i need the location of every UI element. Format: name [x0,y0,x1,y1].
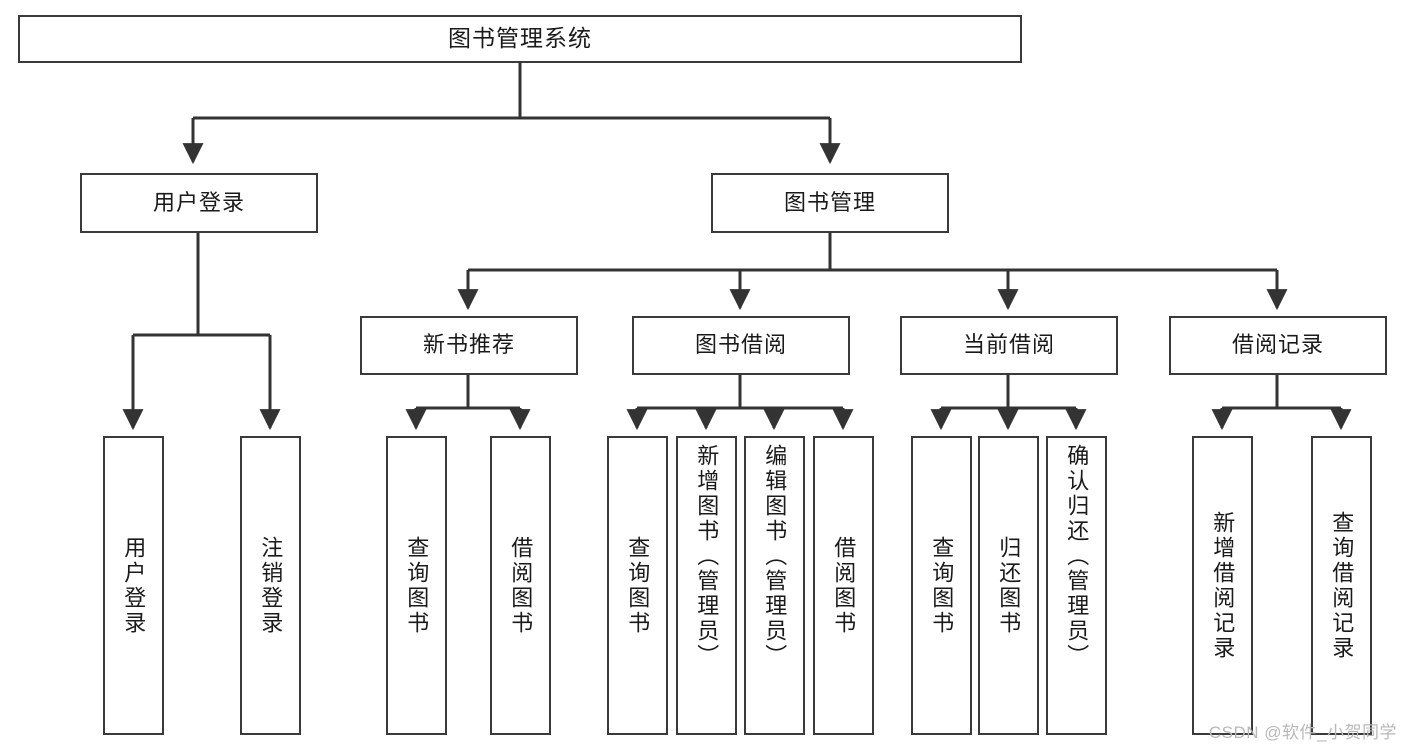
leaf-query-book-current[interactable]: 查询图书 [911,436,972,735]
node-book-manage[interactable]: 图书管理 [711,173,949,233]
leaf-add-book[interactable]: 新增图书（管理员） [676,436,737,735]
node-label: 用户登录 [152,189,245,215]
node-label: 查询图书 [929,535,955,636]
node-label: 查询图书 [625,535,651,636]
node-label: 图书管理 [783,189,876,215]
node-label: 查询图书 [404,535,430,636]
node-new-book-recommend[interactable]: 新书推荐 [360,316,578,375]
node-label: 注销登录 [258,535,284,636]
node-label: 用户登录 [121,535,147,636]
leaf-add-borrow-record[interactable]: 新增借阅记录 [1192,436,1253,735]
node-user-login[interactable]: 用户登录 [80,173,318,233]
leaf-confirm-return[interactable]: 确认归还（管理员） [1046,436,1107,735]
node-label: 借阅图书 [508,535,534,636]
node-label: 查询借阅记录 [1329,510,1355,661]
leaf-return-book[interactable]: 归还图书 [978,436,1039,735]
node-label: 当前借阅 [962,332,1055,358]
leaf-borrow-book[interactable]: 借阅图书 [813,436,874,735]
leaf-user-login[interactable]: 用户登录 [103,436,164,735]
node-label: 借阅图书 [831,535,857,636]
leaf-borrow-book-recommend[interactable]: 借阅图书 [490,436,551,735]
node-label: 新书推荐 [422,332,515,358]
leaf-edit-book[interactable]: 编辑图书（管理员） [744,436,805,735]
leaf-query-book-recommend[interactable]: 查询图书 [386,436,447,735]
node-label: 新增借阅记录 [1210,510,1236,661]
node-borrow-record[interactable]: 借阅记录 [1169,316,1387,375]
node-label: 编辑图书（管理员） [762,444,788,669]
node-label: 借阅记录 [1231,332,1324,358]
node-label: 图书管理系统 [448,25,592,52]
node-label: 新增图书（管理员） [694,444,720,669]
node-root-system[interactable]: 图书管理系统 [18,15,1022,63]
leaf-query-borrow-record[interactable]: 查询借阅记录 [1311,436,1372,735]
node-label: 图书借阅 [694,332,787,358]
node-current-borrow[interactable]: 当前借阅 [900,316,1118,375]
leaf-logout[interactable]: 注销登录 [240,436,301,735]
leaf-query-book-borrow[interactable]: 查询图书 [607,436,668,735]
node-label: 归还图书 [996,535,1022,636]
node-book-borrow[interactable]: 图书借阅 [632,316,850,375]
node-label: 确认归还（管理员） [1064,444,1090,669]
csdn-watermark: CSDN @软件_小贺同学 [1208,723,1397,742]
